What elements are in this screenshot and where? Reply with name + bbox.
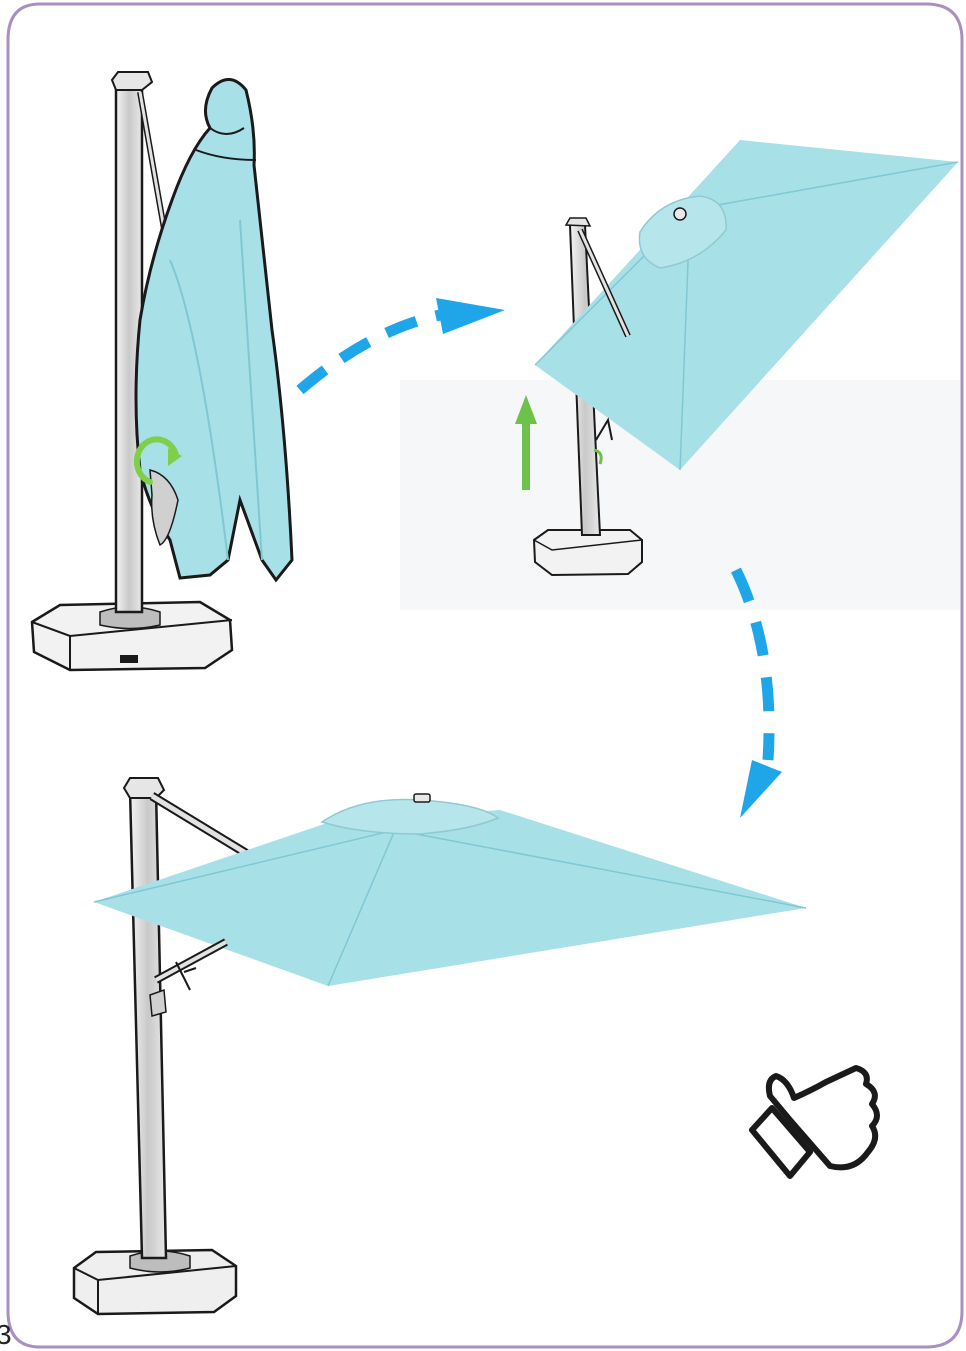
upright-pole [130, 790, 166, 1258]
figure-closed-umbrella [32, 72, 292, 670]
flow-arrow-1-head [436, 298, 505, 334]
figure-tilted-canopy [400, 140, 960, 610]
figure-open-canopy [74, 778, 806, 1314]
thumbs-up-icon [752, 1068, 877, 1176]
flow-arrow-2-head [740, 760, 782, 818]
flow-arrow-1 [300, 315, 440, 390]
page-number: 3 [0, 1321, 12, 1349]
